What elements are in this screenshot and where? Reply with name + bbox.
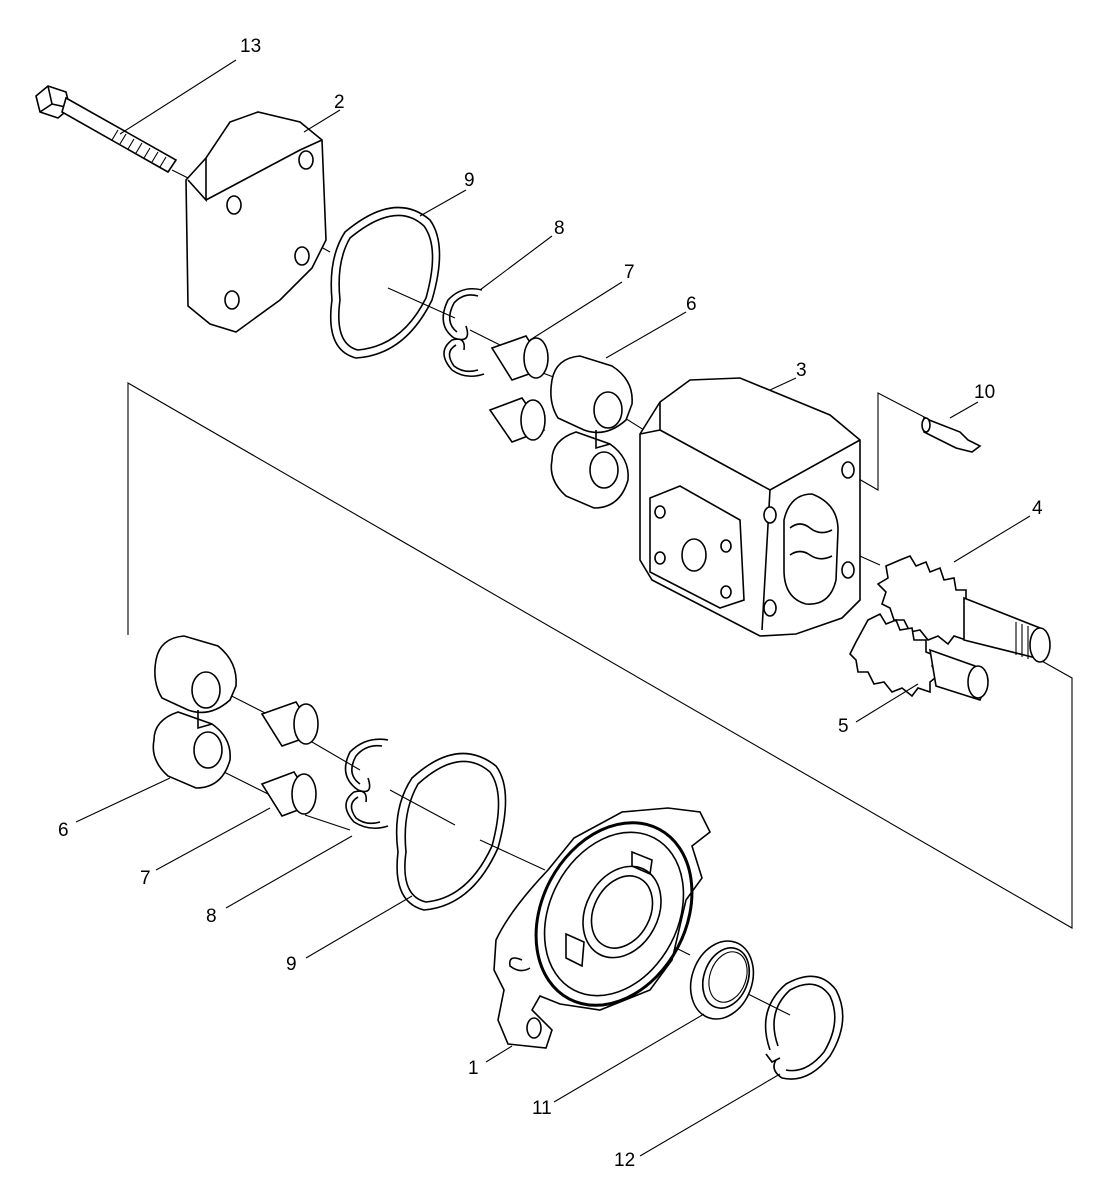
callout-11: 11 bbox=[532, 1098, 552, 1119]
wire-ring-top-part bbox=[442, 287, 485, 378]
gasket-top-part bbox=[329, 206, 441, 359]
callout-12: 12 bbox=[614, 1150, 635, 1171]
callout-9-bottom: 9 bbox=[286, 954, 297, 975]
callout-labels: 13 2 9 8 7 6 3 10 4 5 6 7 8 9 1 11 12 bbox=[58, 36, 1043, 1171]
callout-4: 4 bbox=[1032, 498, 1043, 519]
callout-7-bottom: 7 bbox=[140, 868, 151, 889]
callout-8-bottom: 8 bbox=[206, 906, 217, 927]
dowel-pin-part bbox=[921, 416, 982, 453]
gasket-bottom-part bbox=[395, 752, 507, 911]
driven-gear-part bbox=[849, 612, 989, 701]
callout-5: 5 bbox=[838, 716, 849, 737]
bolt-part bbox=[35, 85, 178, 174]
callout-2: 2 bbox=[334, 92, 345, 113]
callout-8-top: 8 bbox=[554, 218, 565, 239]
callout-7-top: 7 bbox=[624, 262, 635, 283]
bearing-block-bottom-part bbox=[152, 635, 237, 789]
callout-1: 1 bbox=[468, 1058, 479, 1079]
mounting-flange-part bbox=[493, 807, 712, 1049]
bushing-top-part bbox=[488, 335, 549, 443]
retaining-ring-part bbox=[764, 975, 844, 1080]
shaft-seal-part bbox=[689, 940, 755, 1020]
callout-6-top: 6 bbox=[686, 294, 697, 315]
end-cover-part bbox=[185, 111, 327, 333]
pump-housing-part bbox=[639, 377, 861, 637]
callout-3: 3 bbox=[796, 360, 807, 381]
wire-ring-bottom-part bbox=[344, 738, 389, 830]
bearing-block-top-part bbox=[550, 355, 633, 509]
leader-lines bbox=[75, 59, 1031, 1157]
bushing-bottom-part bbox=[260, 701, 319, 817]
callout-9-top: 9 bbox=[464, 170, 475, 191]
callout-13: 13 bbox=[240, 36, 261, 57]
drive-gear-part bbox=[876, 555, 1051, 663]
callout-10: 10 bbox=[974, 382, 995, 403]
callout-6-bottom: 6 bbox=[58, 820, 69, 841]
